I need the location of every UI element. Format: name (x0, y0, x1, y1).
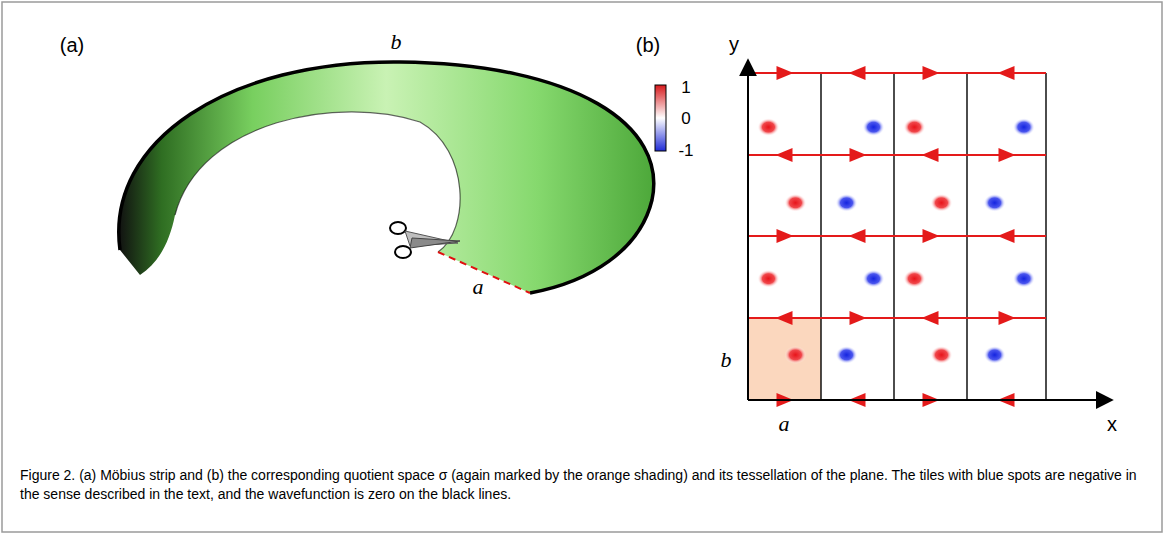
axis-label: x (1107, 414, 1117, 434)
y-axis (747, 60, 749, 400)
x-axis (748, 399, 1112, 401)
edge-arrow (999, 311, 1016, 325)
edge-label: a (779, 413, 790, 435)
edge-arrow (923, 229, 940, 243)
negative-spot (863, 118, 885, 136)
positive-spot (930, 346, 952, 364)
negative-spot (836, 194, 858, 212)
panel-label: (b) (636, 35, 660, 55)
strip-edge (119, 62, 654, 293)
positive-spot (784, 346, 806, 364)
edge-arrow (777, 66, 794, 80)
edge-arrow (849, 66, 866, 80)
edge-arrow (999, 148, 1016, 162)
quotient-tile (748, 318, 821, 400)
edge-arrow (998, 229, 1015, 243)
strip-inner-edge (175, 112, 460, 252)
edge-arrow (777, 229, 794, 243)
edge-arrow (850, 148, 867, 162)
edge-arrow (776, 311, 793, 325)
edge-arrow (922, 148, 939, 162)
negative-spot (984, 346, 1006, 364)
edge-arrow (849, 229, 866, 243)
negative-spot (863, 270, 885, 288)
positive-spot (784, 194, 806, 212)
tessellation (748, 66, 1046, 407)
colorbar (655, 85, 666, 151)
panel-label: (a) (60, 35, 84, 55)
positive-spot (757, 118, 779, 136)
negative-spot (984, 194, 1006, 212)
negative-spot (1013, 118, 1035, 136)
mobius-strip (119, 62, 654, 293)
negative-spot (836, 346, 858, 364)
edge-arrow (922, 311, 939, 325)
edge-arrow (776, 148, 793, 162)
edge-label: b (721, 349, 732, 371)
axis-label: y (729, 34, 739, 54)
negative-spot (1013, 270, 1035, 288)
colorbar-tick: -1 (678, 142, 693, 159)
edge-arrow (850, 311, 867, 325)
figure-caption: Figure 2. (a) Möbius strip and (b) the c… (20, 466, 1145, 504)
cut-line (438, 252, 530, 293)
positive-spot (757, 270, 779, 288)
colorbar-tick: 1 (681, 79, 690, 96)
edge-arrow (923, 66, 940, 80)
edge-label: b (391, 31, 402, 53)
positive-spot (903, 118, 925, 136)
positive-spot (903, 270, 925, 288)
edge-arrow (998, 66, 1015, 80)
colorbar-tick: 0 (681, 110, 690, 127)
cut-label: a (473, 276, 484, 298)
positive-spot (930, 194, 952, 212)
scissors-icon (390, 222, 460, 258)
